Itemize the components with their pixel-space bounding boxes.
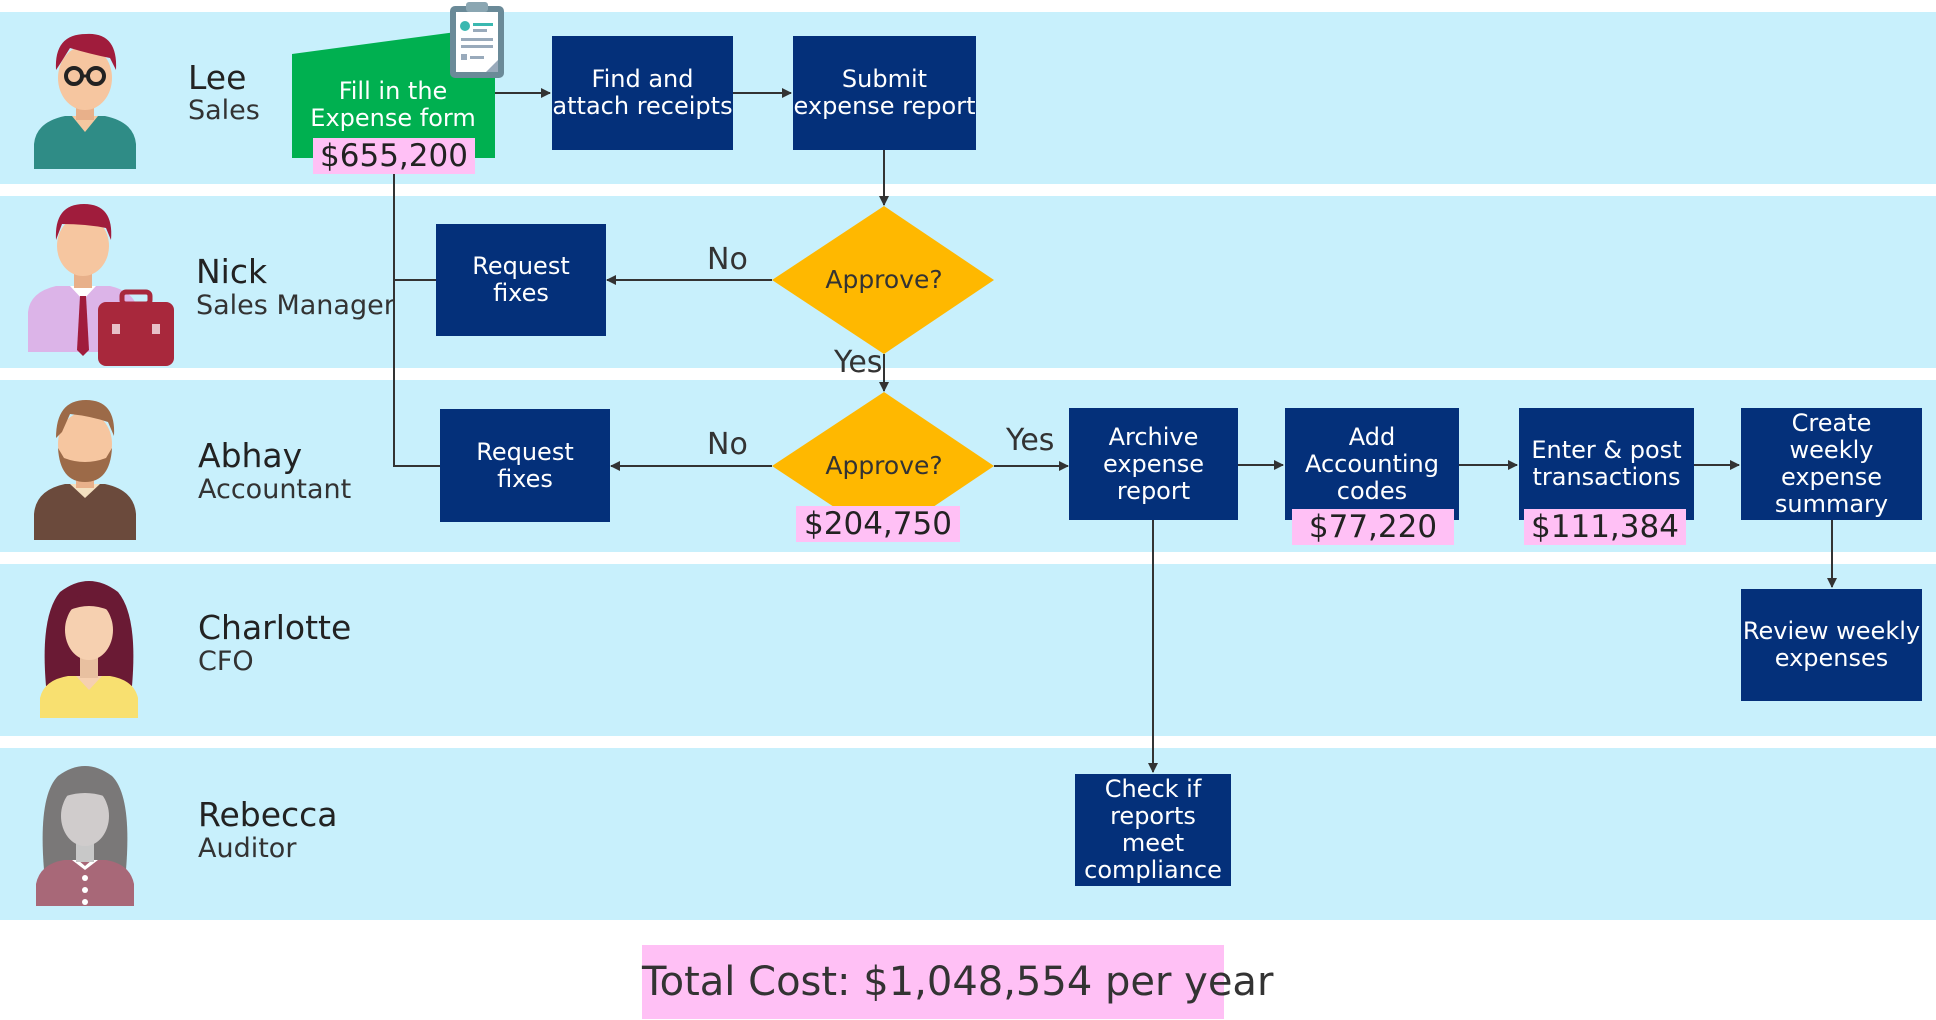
person-name-lee: Lee xyxy=(188,58,247,97)
abhay-yes-label: Yes xyxy=(1006,423,1055,458)
person-role-lee: Sales xyxy=(188,95,260,126)
lane-rebecca xyxy=(0,748,1936,920)
person-name-rebecca: Rebecca xyxy=(198,795,338,834)
woman-avatar-icon xyxy=(40,581,138,718)
nick-approve-diamond[interactable] xyxy=(772,206,994,354)
abhay-no-label: No xyxy=(707,427,748,462)
person-name-charlotte: Charlotte xyxy=(198,608,352,647)
archive-report-step[interactable]: Archive expense report xyxy=(1069,408,1238,520)
enter-post-step[interactable]: Enter & post transactions xyxy=(1519,408,1694,520)
lane-charlotte xyxy=(0,564,1936,736)
clipboard-form-icon xyxy=(450,2,504,78)
person-role-rebecca: Auditor xyxy=(198,833,297,864)
person-name-nick: Nick xyxy=(196,252,268,291)
person-role-abhay: Accountant xyxy=(198,474,352,505)
glasses-man-avatar-icon xyxy=(34,33,136,169)
bearded-man-avatar-icon xyxy=(34,400,136,540)
abhay-approve-diamond[interactable] xyxy=(772,392,994,540)
nick-request-fixes-step[interactable]: Request fixes xyxy=(436,224,606,336)
create-summary-step[interactable]: Create weekly expense summary xyxy=(1741,408,1922,520)
check-compliance-step[interactable]: Check if reports meet compliance xyxy=(1075,774,1231,886)
review-weekly-step[interactable]: Review weekly expenses xyxy=(1741,589,1922,701)
abhay-request-fixes-step[interactable]: Request fixes xyxy=(440,409,610,522)
fill-form-label: Fill in the Expense form xyxy=(310,77,476,132)
nick-approve-label: Approve? xyxy=(825,265,943,294)
gray-woman-avatar-icon xyxy=(36,766,134,906)
fill-form-cost: $655,200 xyxy=(313,138,475,174)
enter-post-cost: $111,384 xyxy=(1524,509,1686,545)
nick-yes-label: Yes xyxy=(834,345,883,380)
nick-no-label: No xyxy=(707,242,748,277)
person-role-nick: Sales Manager xyxy=(196,290,395,321)
person-name-abhay: Abhay xyxy=(198,436,303,475)
fill-form-step-shape[interactable] xyxy=(292,32,495,158)
find-receipts-step[interactable]: Find and attach receipts xyxy=(552,36,733,150)
add-codes-step[interactable]: Add Accounting codes xyxy=(1285,408,1459,520)
abhay-approve-label: Approve? xyxy=(825,451,943,480)
person-role-charlotte: CFO xyxy=(198,646,254,677)
total-cost: Total Cost: $1,048,554 per year xyxy=(642,945,1273,1019)
manager-briefcase-avatar-icon xyxy=(28,204,174,366)
abhay-approve-cost: $204,750 xyxy=(796,506,960,542)
add-codes-cost: $77,220 xyxy=(1292,509,1454,545)
submit-report-step[interactable]: Submit expense report xyxy=(793,36,976,150)
